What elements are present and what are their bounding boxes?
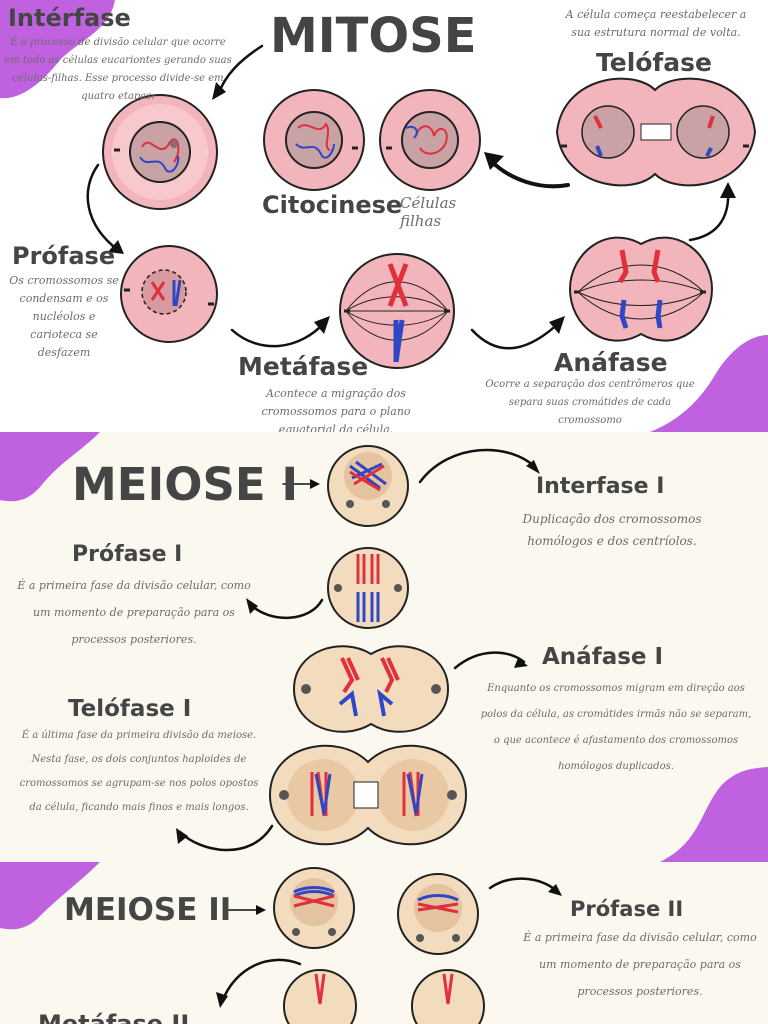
telofase1-label: Telófase I bbox=[68, 696, 192, 722]
interfase1-label: Interfase I bbox=[536, 474, 665, 499]
arrow-to-profase2 bbox=[488, 877, 560, 894]
purple-blob-meiose1-top-left bbox=[0, 432, 100, 502]
telofase1-desc: É a última fase da primeira divisão da m… bbox=[19, 730, 259, 813]
metafase-label: Metáfase bbox=[238, 352, 369, 381]
meiose1-decoration-layer bbox=[0, 432, 768, 862]
telofase-label: Telófase bbox=[596, 48, 713, 77]
anafase-label: Anáfase bbox=[554, 348, 668, 377]
interfase-label: Intérfase bbox=[8, 4, 131, 32]
anafase1-label: Anáfase I bbox=[542, 644, 664, 670]
citocinese-sub: Células filhas bbox=[400, 194, 457, 230]
interfase1-desc: Duplicação dos cromossomos homólogos e d… bbox=[522, 512, 702, 548]
interfase-cell bbox=[102, 94, 218, 210]
meiose2-cell-left bbox=[273, 867, 355, 949]
metafase2-cell-left bbox=[283, 969, 357, 1024]
interfase-desc: É o processo de divisão celular que ocor… bbox=[4, 37, 232, 102]
telofase-cell bbox=[555, 77, 757, 187]
anafase1-cell bbox=[292, 645, 450, 733]
purple-blob-top-left bbox=[0, 0, 115, 99]
metafase2-cell-right bbox=[411, 969, 485, 1024]
profase2-desc: É a primeira fase da divisão celular, co… bbox=[523, 931, 757, 998]
meiose1-section: MEIOSE I Interfase I Duplicação dos crom… bbox=[0, 432, 768, 862]
metafase2-label: Metáfase II bbox=[38, 1010, 190, 1024]
telofase-desc: A célula começa reestabelecer a sua estr… bbox=[565, 8, 747, 39]
arrow-to-interfase1 bbox=[418, 448, 538, 484]
metafase-cell bbox=[339, 253, 455, 369]
arrow-to-telofase1 bbox=[178, 824, 274, 852]
meiose1-title: MEIOSE I bbox=[72, 458, 299, 511]
meiose2-cell-right bbox=[397, 873, 479, 955]
mitose-decoration-layer bbox=[0, 0, 768, 432]
profase1-desc: É a primeira fase da divisão celular, co… bbox=[17, 579, 251, 646]
mitose-title: MITOSE bbox=[270, 8, 477, 64]
profase-label: Prófase bbox=[12, 242, 116, 270]
profase-desc: Os cromossomos se condensam e os nucléol… bbox=[9, 274, 119, 359]
meiose2-title: MEIOSE II bbox=[64, 892, 232, 928]
anafase-cell bbox=[568, 236, 714, 342]
anafase-desc: Ocorre a separação dos centrômeros que s… bbox=[485, 379, 695, 426]
arrow-telofase-to-citocinese bbox=[488, 158, 570, 189]
arrow-interfase-to-profase bbox=[86, 163, 120, 252]
telofase1-cell bbox=[268, 744, 468, 846]
arrow-profase-to-metafase bbox=[230, 320, 327, 348]
profase-cell bbox=[120, 245, 218, 343]
meiose2-decoration-layer bbox=[0, 862, 562, 1008]
arrow-to-profase1 bbox=[248, 598, 324, 619]
citocinese-cell-left bbox=[263, 89, 365, 191]
profase2-label: Prófase II bbox=[570, 897, 684, 921]
citocinese-label: Citocinese bbox=[262, 191, 403, 219]
profase1-label: Prófase I bbox=[72, 542, 183, 567]
meiose2-section: MEIOSE II Prófase II É a primeira fase d… bbox=[0, 862, 768, 1024]
arrow-to-anafase1 bbox=[453, 651, 526, 670]
interfase1-cell bbox=[327, 445, 409, 527]
profase1-cell bbox=[327, 547, 409, 629]
purple-blob-meiose2-top-left bbox=[0, 862, 100, 930]
arrow-to-metafase2 bbox=[220, 958, 302, 1004]
metafase-desc: Acontece a migração dos cromossomos para… bbox=[261, 387, 411, 432]
purple-blob-right bbox=[650, 335, 768, 432]
anafase1-desc: Enquanto os cromossomos migram em direçã… bbox=[480, 683, 752, 772]
citocinese-cell-right bbox=[379, 89, 481, 191]
mitose-section: MITOSE Intérfase É o processo de divisão… bbox=[0, 0, 768, 432]
purple-blob-meiose1-right bbox=[660, 767, 768, 862]
arrow-metafase-to-anafase bbox=[470, 320, 562, 350]
